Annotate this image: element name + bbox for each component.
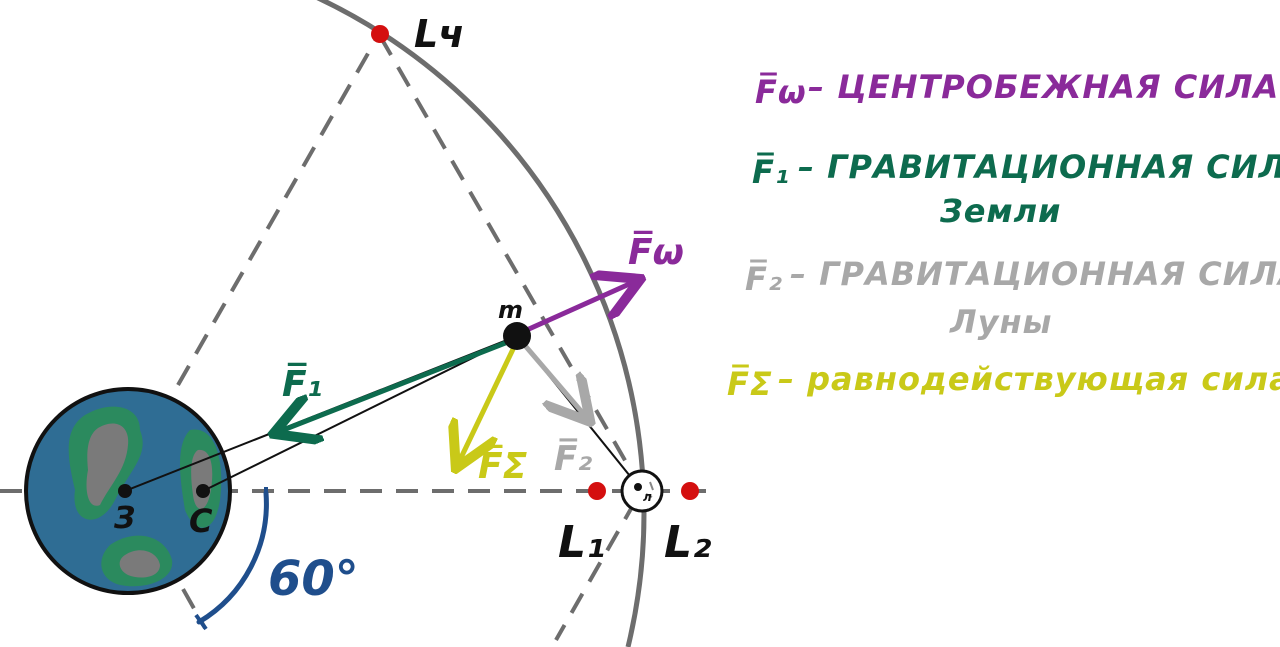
vector-f-sigma xyxy=(458,343,518,464)
legend-symbol-f-omega: F̅ω xyxy=(755,73,807,111)
legend: F̅ω – ЦЕНТРОБЕЖНАЯ СИЛА F̅₁ – ГРАВИТАЦИО… xyxy=(727,68,1280,403)
legend-text-centrifugal: – ЦЕНТРОБЕЖНАЯ СИЛА xyxy=(808,68,1279,106)
mass-label: m xyxy=(498,296,523,324)
vector-f-omega xyxy=(518,281,636,336)
legend-item-centrifugal: F̅ω – ЦЕНТРОБЕЖНАЯ СИЛА xyxy=(755,68,1279,111)
l1-point xyxy=(588,482,606,500)
moon-label: л xyxy=(643,490,652,504)
line-center-to-mass xyxy=(202,335,518,492)
earth-center-dot xyxy=(118,484,132,498)
legend-sub-moon: Луны xyxy=(949,303,1052,341)
dashed-line-lower-right xyxy=(554,499,638,641)
l4-point xyxy=(371,25,389,43)
legend-text-moon-gravity: – ГРАВИТАЦИОННАЯ СИЛА xyxy=(790,255,1280,293)
legend-symbol-f-sigma: F̅Σ xyxy=(727,365,773,403)
earth-label: З xyxy=(113,501,135,536)
angle-label: 60° xyxy=(268,551,359,607)
f-1-label: F̅₁ xyxy=(282,361,322,405)
legend-symbol-f-2: F̅₂ xyxy=(745,260,783,298)
legend-text-earth-gravity: – ГРАВИТАЦИОННАЯ СИЛА xyxy=(798,148,1280,186)
moon-orbit-arc xyxy=(316,0,647,647)
mass-body xyxy=(503,322,531,350)
l1-label: L₁ xyxy=(558,517,605,568)
angle-arc xyxy=(196,490,269,625)
legend-sub-earth: Земли xyxy=(939,192,1061,230)
moon xyxy=(620,469,664,513)
center-label: C xyxy=(189,502,213,540)
l4-label: Lч xyxy=(414,12,464,56)
earth xyxy=(24,387,232,595)
legend-item-resultant: F̅Σ – равнодействующая сила xyxy=(727,360,1280,403)
f-omega-label: F̅ω xyxy=(628,229,684,273)
f-sigma-label: F̅Σ xyxy=(478,443,528,487)
vector-f-2 xyxy=(520,340,587,418)
barycenter-dot xyxy=(196,484,210,498)
legend-item-earth-gravity: F̅₁ – ГРАВИТАЦИОННАЯ СИЛА Земли xyxy=(752,148,1280,230)
legend-symbol-f-1: F̅₁ xyxy=(752,153,790,191)
vector-f-1 xyxy=(278,337,514,432)
legend-item-moon-gravity: F̅₂ – ГРАВИТАЦИОННАЯ СИЛА Луны xyxy=(745,255,1280,341)
l2-label: L₂ xyxy=(664,517,711,568)
angle-tick-bottom xyxy=(194,613,208,631)
f-2-label: F̅₂ xyxy=(554,438,592,479)
l2-point xyxy=(681,482,699,500)
dashed-line-l4-moon xyxy=(378,34,643,490)
dashed-line-earth-l4 xyxy=(176,35,380,386)
legend-text-resultant: – равнодействующая сила xyxy=(778,360,1280,398)
